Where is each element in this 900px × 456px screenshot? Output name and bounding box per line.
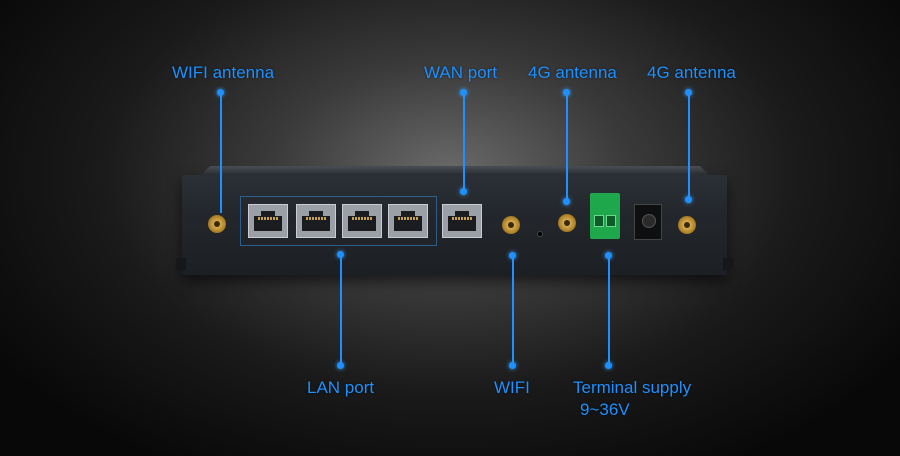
router-top-edge — [200, 166, 710, 176]
callout-dot-4g-antenna-2-end — [685, 196, 692, 203]
callout-dot-wifi-antenna — [217, 89, 224, 96]
callout-line-terminal — [607, 256, 610, 366]
router-foot-left — [176, 258, 186, 270]
callout-line-wan-port — [462, 93, 465, 193]
callout-dot-4g-antenna-2 — [685, 89, 692, 96]
4g-antenna-connector-1 — [558, 214, 576, 232]
lan-port-4 — [388, 204, 428, 238]
label-wifi-antenna: WIFI antenna — [172, 63, 275, 82]
status-led — [537, 231, 543, 237]
lan-port-group-outline — [240, 196, 437, 246]
callout-dot-terminal-top — [605, 252, 612, 259]
callout-dot-4g-antenna-1 — [563, 89, 570, 96]
wifi-connector — [502, 216, 520, 234]
callout-line-lan-port — [339, 255, 342, 365]
router-foot-right — [723, 258, 733, 270]
callout-line-wifi — [511, 256, 514, 366]
label-4g-antenna-1: 4G antenna — [528, 63, 617, 82]
label-terminal-voltage: 9~36V — [580, 400, 630, 419]
callout-line-4g-antenna-2 — [687, 93, 690, 203]
lan-port-3 — [342, 204, 382, 238]
label-wan-port: WAN port — [424, 63, 498, 82]
callout-dot-wan-port — [460, 89, 467, 96]
label-wifi: WIFI — [494, 378, 530, 397]
callout-dot-4g-antenna-1-end — [563, 198, 570, 205]
wifi-antenna-connector — [208, 215, 226, 233]
label-terminal-supply: Terminal supply — [573, 378, 692, 397]
callout-line-4g-antenna-1 — [565, 93, 568, 205]
4g-antenna-connector-2 — [678, 216, 696, 234]
callout-dot-lan-port-top — [337, 251, 344, 258]
label-4g-antenna-2: 4G antenna — [647, 63, 736, 82]
label-lan-port: LAN port — [307, 378, 375, 397]
callout-dot-wifi-top — [509, 252, 516, 259]
callout-dot-wifi — [509, 362, 516, 369]
callout-line-wifi-antenna — [219, 93, 222, 213]
dc-power-jack — [634, 204, 662, 240]
lan-port-2 — [296, 204, 336, 238]
callout-dot-wan-port-end — [460, 188, 467, 195]
lan-port-1 — [248, 204, 288, 238]
callout-dot-lan-port — [337, 362, 344, 369]
callout-dot-terminal — [605, 362, 612, 369]
terminal-block — [590, 193, 620, 239]
wan-port — [442, 204, 482, 238]
